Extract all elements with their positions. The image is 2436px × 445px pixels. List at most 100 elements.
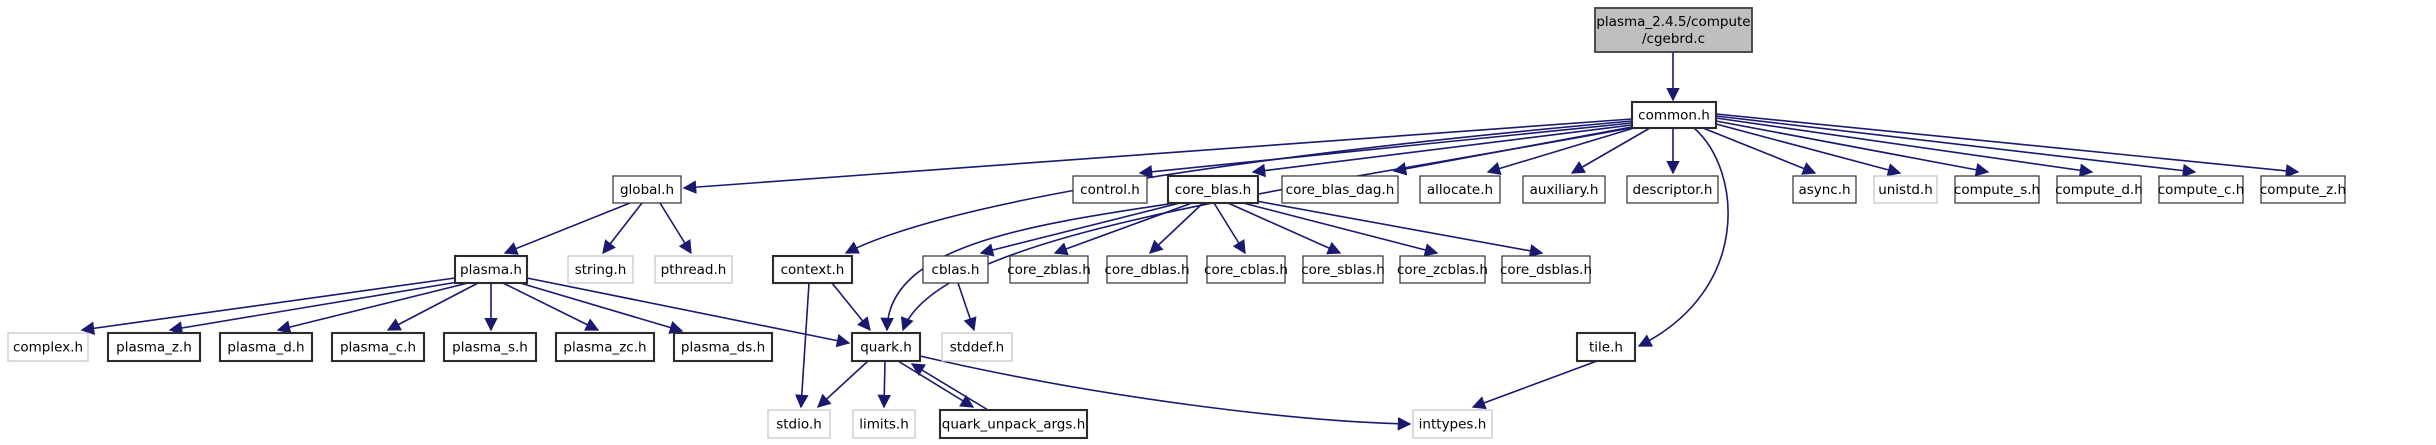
node-box-string[interactable] [567,255,634,284]
node-box-complex[interactable] [7,332,89,362]
edge-tile-to-inttypes [1471,360,1598,410]
node-plasma[interactable]: plasma.h [453,254,529,285]
node-complex[interactable]: complex.h [7,332,89,362]
node-box-global[interactable] [612,175,682,204]
node-pthread[interactable]: pthread.h [654,255,733,284]
node-box-auxiliary[interactable] [1522,175,1606,204]
edge-quark-to-stdio [816,360,869,408]
edge-common-to-global [682,118,1633,194]
node-label-core_zcblas: core_zcblas.h [1397,262,1488,278]
edge-context-to-stdio [795,282,810,409]
node-box-stddef[interactable] [941,332,1013,362]
node-box-cgebrd [1594,7,1753,53]
node-box-tile[interactable] [1575,331,1637,363]
node-core_sblas[interactable]: core_sblas.h [1301,255,1385,284]
node-core_dblas[interactable]: core_dblas.h [1104,255,1190,284]
node-compute_c[interactable]: compute_c.h [2158,175,2245,204]
node-box-limits[interactable] [852,409,916,439]
node-box-quark[interactable] [850,331,922,363]
node-label-core_dsblas: core_dsblas.h [1500,262,1592,278]
node-limits[interactable]: limits.h [852,409,916,439]
node-core_zblas[interactable]: core_zblas.h [1007,255,1091,284]
node-box-stdio[interactable] [767,409,831,439]
node-core_cblas[interactable]: core_cblas.h [1204,255,1288,284]
node-label-string: string.h [575,262,627,278]
node-plasma_ds[interactable]: plasma_ds.h [672,331,774,363]
node-box-core_sblas[interactable] [1302,255,1384,284]
node-descriptor[interactable]: descriptor.h [1626,175,1719,204]
node-box-allocate[interactable] [1419,175,1501,204]
node-box-compute_d[interactable] [2056,175,2142,204]
node-global[interactable]: global.h [612,175,682,204]
node-quark_unpack_args[interactable]: quark_unpack_args.h [938,408,1089,440]
node-plasma_z[interactable]: plasma_z.h [106,331,202,363]
node-quark[interactable]: quark.h [850,331,922,363]
edge-quark-to-limits [877,360,892,409]
node-plasma_s[interactable]: plasma_s.h [442,331,538,363]
node-label-allocate: allocate.h [1427,182,1493,198]
node-async[interactable]: async.h [1792,175,1857,204]
node-box-plasma[interactable] [453,254,529,285]
node-core_zcblas[interactable]: core_zcblas.h [1397,255,1488,284]
node-label-compute_s: compute_s.h [1954,182,2040,198]
edge-context-to-quark [831,282,871,332]
node-box-pthread[interactable] [654,255,733,284]
edge-plasma-to-plasma_d [276,282,469,334]
node-box-plasma_ds[interactable] [672,331,774,363]
node-compute_d[interactable]: compute_d.h [2055,175,2143,204]
node-box-plasma_zc[interactable] [554,331,656,363]
node-box-common[interactable] [1630,100,1718,130]
node-box-compute_z[interactable] [2260,175,2346,204]
node-tile[interactable]: tile.h [1575,331,1637,363]
node-box-core_cblas[interactable] [1206,255,1286,284]
node-label-compute_z: compute_z.h [2260,182,2346,198]
node-context[interactable]: context.h [771,254,854,285]
node-compute_z[interactable]: compute_z.h [2260,175,2346,204]
node-compute_s[interactable]: compute_s.h [1954,175,2040,204]
node-plasma_zc[interactable]: plasma_zc.h [554,331,656,363]
node-box-control[interactable] [1072,175,1148,204]
edge-common-to-compute_d [1715,117,2094,177]
node-box-cblas[interactable] [922,255,989,284]
node-box-async[interactable] [1792,175,1857,204]
node-box-core_zcblas[interactable] [1399,255,1486,284]
node-plasma_d[interactable]: plasma_d.h [218,331,314,363]
node-box-core_dblas[interactable] [1106,255,1188,284]
node-auxiliary[interactable]: auxiliary.h [1522,175,1606,204]
node-core_blas[interactable]: core_blas.h [1166,174,1260,205]
node-core_blas_dag[interactable]: core_blas_dag.h [1281,175,1399,204]
node-box-plasma_c[interactable] [330,331,426,363]
node-box-unistd[interactable] [1873,175,1938,204]
node-box-context[interactable] [771,254,854,285]
node-cblas[interactable]: cblas.h [922,255,989,284]
edge-plasma-to-complex [80,277,456,336]
node-label-limits: limits.h [859,417,909,433]
node-box-plasma_s[interactable] [442,331,538,363]
node-box-compute_c[interactable] [2158,175,2244,204]
node-box-inttypes[interactable] [1412,409,1493,439]
node-plasma_c[interactable]: plasma_c.h [330,331,426,363]
edge-core_blas-to-core_dblas [1149,202,1204,254]
node-label-stdio: stdio.h [776,417,822,433]
node-label-plasma_s: plasma_s.h [452,340,528,356]
node-box-plasma_d[interactable] [218,331,314,363]
node-allocate[interactable]: allocate.h [1419,175,1501,204]
node-box-core_blas[interactable] [1166,174,1260,205]
node-common[interactable]: common.h [1630,100,1718,130]
node-unistd[interactable]: unistd.h [1873,175,1938,204]
node-box-plasma_z[interactable] [106,331,202,363]
node-box-core_blas_dag[interactable] [1281,175,1399,204]
node-box-quark_unpack_args[interactable] [938,408,1089,440]
edge-core_blas-to-cblas [979,202,1181,257]
node-stdio[interactable]: stdio.h [767,409,831,439]
node-control[interactable]: control.h [1072,175,1148,204]
node-core_dsblas[interactable]: core_dsblas.h [1500,255,1592,284]
node-inttypes[interactable]: inttypes.h [1412,409,1493,439]
node-box-core_dsblas[interactable] [1501,255,1591,284]
node-box-descriptor[interactable] [1626,175,1719,204]
node-box-compute_s[interactable] [1954,175,2040,204]
node-string[interactable]: string.h [567,255,634,284]
node-box-core_zblas[interactable] [1009,255,1089,284]
node-label-context: context.h [781,262,845,278]
node-stddef[interactable]: stddef.h [941,332,1013,362]
